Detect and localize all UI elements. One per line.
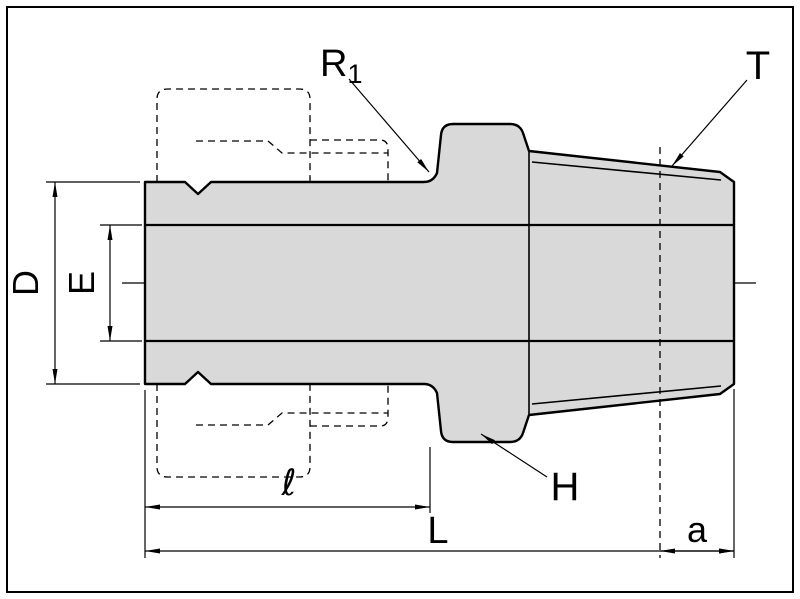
thread-root-line-top <box>531 161 722 181</box>
dimension-ell: ℓ <box>144 390 431 558</box>
label-a: a <box>687 509 708 550</box>
leader-line-h <box>480 433 548 478</box>
drawing-border <box>6 6 794 593</box>
thread-root-line-bottom <box>531 385 722 405</box>
leader-line-t <box>671 79 748 167</box>
dimension-a: a <box>660 509 734 554</box>
label-r1-main: R <box>320 43 347 85</box>
fitting-body-outline <box>143 122 736 444</box>
label-d: D <box>5 270 46 296</box>
nut-phantom-top <box>156 88 389 182</box>
label-r1: R1 <box>320 43 362 89</box>
label-t: T <box>746 44 770 88</box>
nut-hex-outline-bottom <box>156 384 311 478</box>
leader-h: H <box>480 433 580 509</box>
dimension-e: E <box>61 224 142 342</box>
nut-inner-step-bottom <box>267 412 388 426</box>
label-e: E <box>61 271 102 295</box>
nut-inner-step-top <box>267 140 388 154</box>
nut-collar-outline-top <box>310 139 389 182</box>
leader-t: T <box>671 44 770 167</box>
dimension-l: L <box>145 389 735 558</box>
label-h: H <box>551 465 580 509</box>
label-r1-subscript: 1 <box>347 59 362 89</box>
nut-hex-outline-top <box>156 88 311 182</box>
dimension-d: D <box>5 181 140 385</box>
label-l: L <box>427 510 448 552</box>
nut-phantom-bottom <box>156 384 389 478</box>
leader-r1: R1 <box>320 43 430 173</box>
label-ell: ℓ <box>281 463 297 504</box>
nut-collar-outline-bottom <box>310 384 389 427</box>
leader-line-r1 <box>348 78 430 173</box>
